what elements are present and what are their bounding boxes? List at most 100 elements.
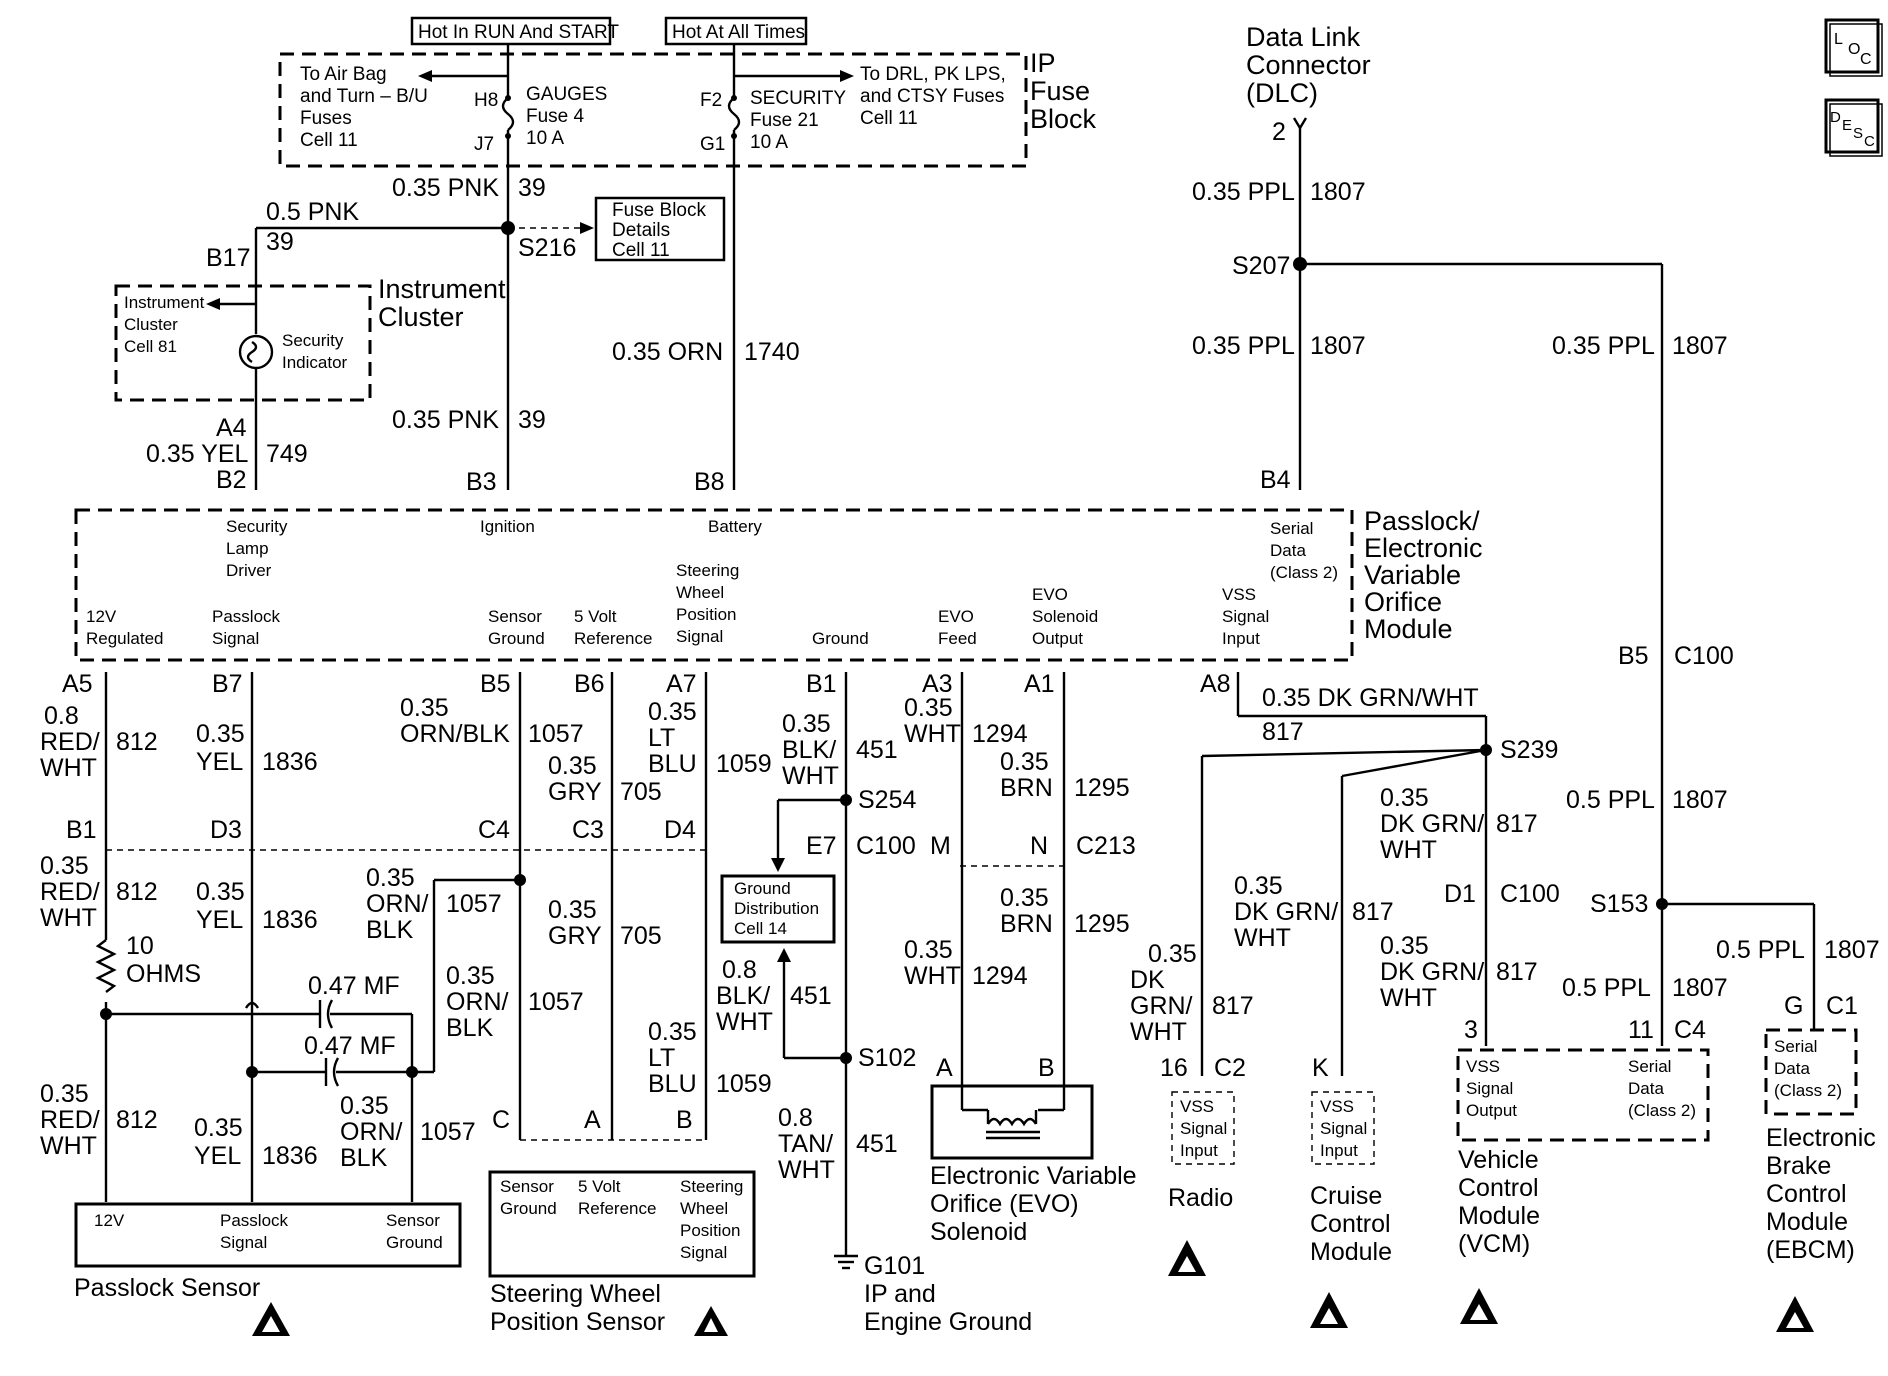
svg-text:and CTSY Fuses: and CTSY Fuses xyxy=(860,86,1004,107)
solenoid-coil-icon xyxy=(960,1090,1066,1140)
svg-text:10: 10 xyxy=(126,932,154,960)
svg-text:WHT: WHT xyxy=(1380,984,1437,1012)
svg-text:BLK: BLK xyxy=(366,916,414,944)
svg-text:E: E xyxy=(1842,117,1852,134)
ebcm-name: Electronic Brake Control Module (EBCM) xyxy=(1766,1124,1876,1264)
fuse-block-details-box[interactable] xyxy=(594,196,726,262)
ground-symbol-icon xyxy=(834,1254,858,1270)
svg-text:705: 705 xyxy=(620,922,662,950)
swp-sensor-terminals: Sensor Ground 5 Volt Reference Steering … xyxy=(500,1177,743,1262)
loc-badge[interactable]: L O C xyxy=(1824,18,1883,77)
svg-text:DK: DK xyxy=(1130,966,1165,994)
svg-text:Signal: Signal xyxy=(1466,1079,1513,1098)
svg-text:GRY: GRY xyxy=(548,922,602,950)
fuse-right-note: To DRL, PK LPS, and CTSY Fuses Cell 11 xyxy=(860,64,1006,129)
wire-817-label-cruise: 0.35 DK GRN/ WHT 817 xyxy=(1234,872,1394,952)
svg-text:Control: Control xyxy=(1458,1174,1539,1202)
svg-text:Ground: Ground xyxy=(386,1233,443,1252)
svg-text:0.35: 0.35 xyxy=(548,752,597,780)
pin-b1: B1 xyxy=(66,816,97,844)
circuit-number: 1807 xyxy=(1672,786,1728,814)
svg-text:Solenoid: Solenoid xyxy=(930,1218,1027,1246)
svg-text:Module: Module xyxy=(1458,1202,1540,1230)
svg-text:and Turn – B/U: and Turn – B/U xyxy=(300,86,428,107)
svg-text:Ground: Ground xyxy=(500,1199,557,1218)
svg-text:BLK/: BLK/ xyxy=(782,736,836,764)
hot-run-start-label: Hot In RUN And START xyxy=(418,22,619,43)
svg-text:EVO: EVO xyxy=(1032,585,1068,604)
svg-text:Passlock: Passlock xyxy=(220,1211,289,1230)
wire-label: 0.35 PNK xyxy=(392,406,499,434)
svg-text:0.35: 0.35 xyxy=(340,1092,389,1120)
vcm-terminals: VSS Signal Output Serial Data (Class 2) xyxy=(1466,1057,1696,1120)
pin-b: B xyxy=(1038,1054,1055,1082)
wire-1059-label-a: 0.35 LT BLU 1059 xyxy=(648,698,772,778)
circuit-number: 1807 xyxy=(1824,936,1880,964)
svg-text:812: 812 xyxy=(116,728,158,756)
pin-n: N xyxy=(1030,832,1048,860)
module-bottom-terminals: 12V Regulated Passlock Signal Sensor Gro… xyxy=(86,561,1269,648)
pin-c2: C2 xyxy=(1214,1054,1246,1082)
svg-text:C: C xyxy=(1864,133,1875,150)
wire-label: 0.5 PNK xyxy=(266,198,359,226)
svg-text:Control: Control xyxy=(1310,1210,1391,1238)
wire-1057-label-d: 0.35 ORN/ BLK 1057 xyxy=(340,1092,476,1172)
svg-text:(EBCM): (EBCM) xyxy=(1766,1236,1855,1264)
circuit-number: 1807 xyxy=(1310,332,1366,360)
svg-text:Signal: Signal xyxy=(212,629,259,648)
wire-1057-label-c: 0.35 ORN/ BLK 1057 xyxy=(446,962,584,1042)
wire-705-label-b: 0.35 GRY 705 xyxy=(548,896,662,950)
ground-distribution-box[interactable] xyxy=(720,874,836,944)
svg-text:YEL: YEL xyxy=(196,906,243,934)
svg-text:L: L xyxy=(1834,31,1843,48)
svg-text:Fuse 4: Fuse 4 xyxy=(526,106,585,127)
g101-label: G101 IP and Engine Ground xyxy=(864,1252,1032,1336)
circuit-number: 39 xyxy=(266,228,294,256)
svg-text:WHT: WHT xyxy=(40,1132,97,1160)
svg-text:Input: Input xyxy=(1320,1141,1358,1160)
svg-text:1057: 1057 xyxy=(420,1118,476,1146)
svg-text:VSS: VSS xyxy=(1466,1057,1500,1076)
pin-c3: C3 xyxy=(572,816,604,844)
wire-812-label-c: 0.35 RED/ WHT 812 xyxy=(40,1080,158,1160)
svg-text:1836: 1836 xyxy=(262,906,318,934)
svg-text:Ground: Ground xyxy=(812,629,869,648)
svg-text:Ground: Ground xyxy=(734,879,791,898)
svg-text:Control: Control xyxy=(1766,1180,1847,1208)
radio-box xyxy=(1171,1091,1235,1165)
svg-text:0.35: 0.35 xyxy=(782,710,831,738)
svg-text:BLU: BLU xyxy=(648,750,697,778)
svg-text:(Class 2): (Class 2) xyxy=(1628,1101,1696,1120)
svg-text:Engine Ground: Engine Ground xyxy=(864,1308,1032,1336)
splice-label: S207 xyxy=(1232,252,1290,280)
svg-text:(VCM): (VCM) xyxy=(1458,1230,1530,1258)
svg-text:817: 817 xyxy=(1212,992,1254,1020)
svg-text:Details: Details xyxy=(612,220,670,241)
circuit-number: 39 xyxy=(518,174,546,202)
svg-text:0.35: 0.35 xyxy=(1000,884,1049,912)
instrument-cluster xyxy=(114,284,372,402)
svg-text:YEL: YEL xyxy=(194,1142,241,1170)
pin-c4: C4 xyxy=(1674,1016,1706,1044)
circuit-number: 1807 xyxy=(1310,178,1366,206)
svg-text:Sensor: Sensor xyxy=(500,1177,554,1196)
desc-badge[interactable]: D E S C xyxy=(1824,98,1883,157)
svg-text:LT: LT xyxy=(648,1044,675,1072)
svg-text:Data Link: Data Link xyxy=(1246,22,1361,52)
svg-text:Sensor: Sensor xyxy=(488,607,542,626)
svg-text:Module: Module xyxy=(1364,614,1453,644)
svg-text:Instrument: Instrument xyxy=(378,274,506,304)
ground-distribution-label: Ground Distribution Cell 14 xyxy=(734,879,819,938)
circuit-number: 1807 xyxy=(1672,974,1728,1002)
pin-a3: A3 xyxy=(922,670,953,698)
svg-text:Data: Data xyxy=(1774,1059,1810,1078)
svg-text:0.35: 0.35 xyxy=(904,936,953,964)
svg-text:GRN/: GRN/ xyxy=(1130,992,1193,1020)
svg-text:1059: 1059 xyxy=(716,750,772,778)
svg-text:Electronic Variable: Electronic Variable xyxy=(930,1162,1137,1190)
ebcm-terminals: Serial Data (Class 2) xyxy=(1774,1037,1842,1100)
wire-label: 0.5 PPL xyxy=(1566,786,1655,814)
svg-text:Connector: Connector xyxy=(1246,50,1371,80)
pin-c1: C1 xyxy=(1826,992,1858,1020)
